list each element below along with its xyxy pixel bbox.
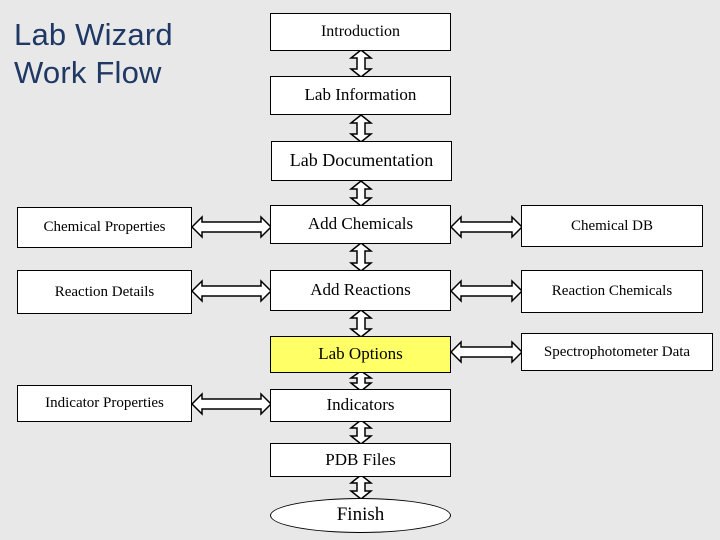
connector-lab-options-spectrophotometer-data [449, 336, 524, 368]
connector-pdb-files-finish [343, 474, 379, 500]
node-add-reactions[interactable]: Add Reactions [270, 270, 451, 311]
node-reaction-chemicals[interactable]: Reaction Chemicals [521, 270, 703, 313]
connector-lab-documentation-add-chemicals [343, 180, 379, 207]
connector-indicator-properties-indicators [190, 388, 273, 420]
connector-introduction-lab-information [343, 49, 379, 78]
node-add-chemicals[interactable]: Add Chemicals [270, 205, 451, 244]
node-spectrophotometer-data[interactable]: Spectrophotometer Data [521, 333, 713, 371]
node-pdb-files-label: PDB Files [325, 449, 396, 469]
node-add-reactions-label: Add Reactions [310, 280, 411, 300]
connector-indicators-pdb-files [343, 419, 379, 445]
node-indicator-properties[interactable]: Indicator Properties [17, 385, 192, 422]
node-chemical-db-label: Chemical DB [570, 217, 654, 234]
node-lab-information[interactable]: Lab Information [270, 76, 451, 115]
node-spectrophotometer-data-label: Spectrophotometer Data [543, 343, 691, 360]
node-indicators[interactable]: Indicators [270, 389, 451, 422]
connector-add-reactions-reaction-chemicals [449, 274, 524, 308]
node-finish[interactable]: Finish [270, 498, 451, 533]
node-pdb-files[interactable]: PDB Files [270, 443, 451, 477]
node-chemical-properties[interactable]: Chemical Properties [17, 207, 192, 248]
node-lab-information-label: Lab Information [304, 85, 417, 105]
node-lab-options[interactable]: Lab Options [270, 336, 451, 373]
connector-reaction-details-add-reactions [190, 274, 273, 308]
node-reaction-details[interactable]: Reaction Details [17, 270, 192, 314]
page-title: Lab Wizard Work Flow [14, 17, 173, 90]
node-chemical-properties-label: Chemical Properties [43, 219, 166, 236]
connector-add-chemicals-add-reactions [343, 242, 379, 272]
node-indicators-label: Indicators [326, 395, 395, 415]
connector-chemical-properties-add-chemicals [190, 210, 273, 244]
connector-add-chemicals-chemical-db [449, 210, 524, 244]
node-add-chemicals-label: Add Chemicals [307, 214, 414, 234]
node-reaction-details-label: Reaction Details [54, 283, 155, 300]
node-finish-label: Finish [336, 504, 385, 526]
node-chemical-db[interactable]: Chemical DB [521, 205, 703, 247]
node-indicator-properties-label: Indicator Properties [45, 395, 164, 412]
node-introduction-label: Introduction [320, 23, 401, 41]
connector-add-reactions-lab-options [343, 309, 379, 338]
node-reaction-chemicals-label: Reaction Chemicals [551, 283, 673, 300]
node-introduction[interactable]: Introduction [270, 13, 451, 51]
node-lab-options-label: Lab Options [318, 344, 403, 364]
connector-lab-information-lab-documentation [343, 114, 379, 143]
node-lab-documentation-label: Lab Documentation [289, 150, 434, 171]
node-lab-documentation[interactable]: Lab Documentation [271, 141, 452, 181]
